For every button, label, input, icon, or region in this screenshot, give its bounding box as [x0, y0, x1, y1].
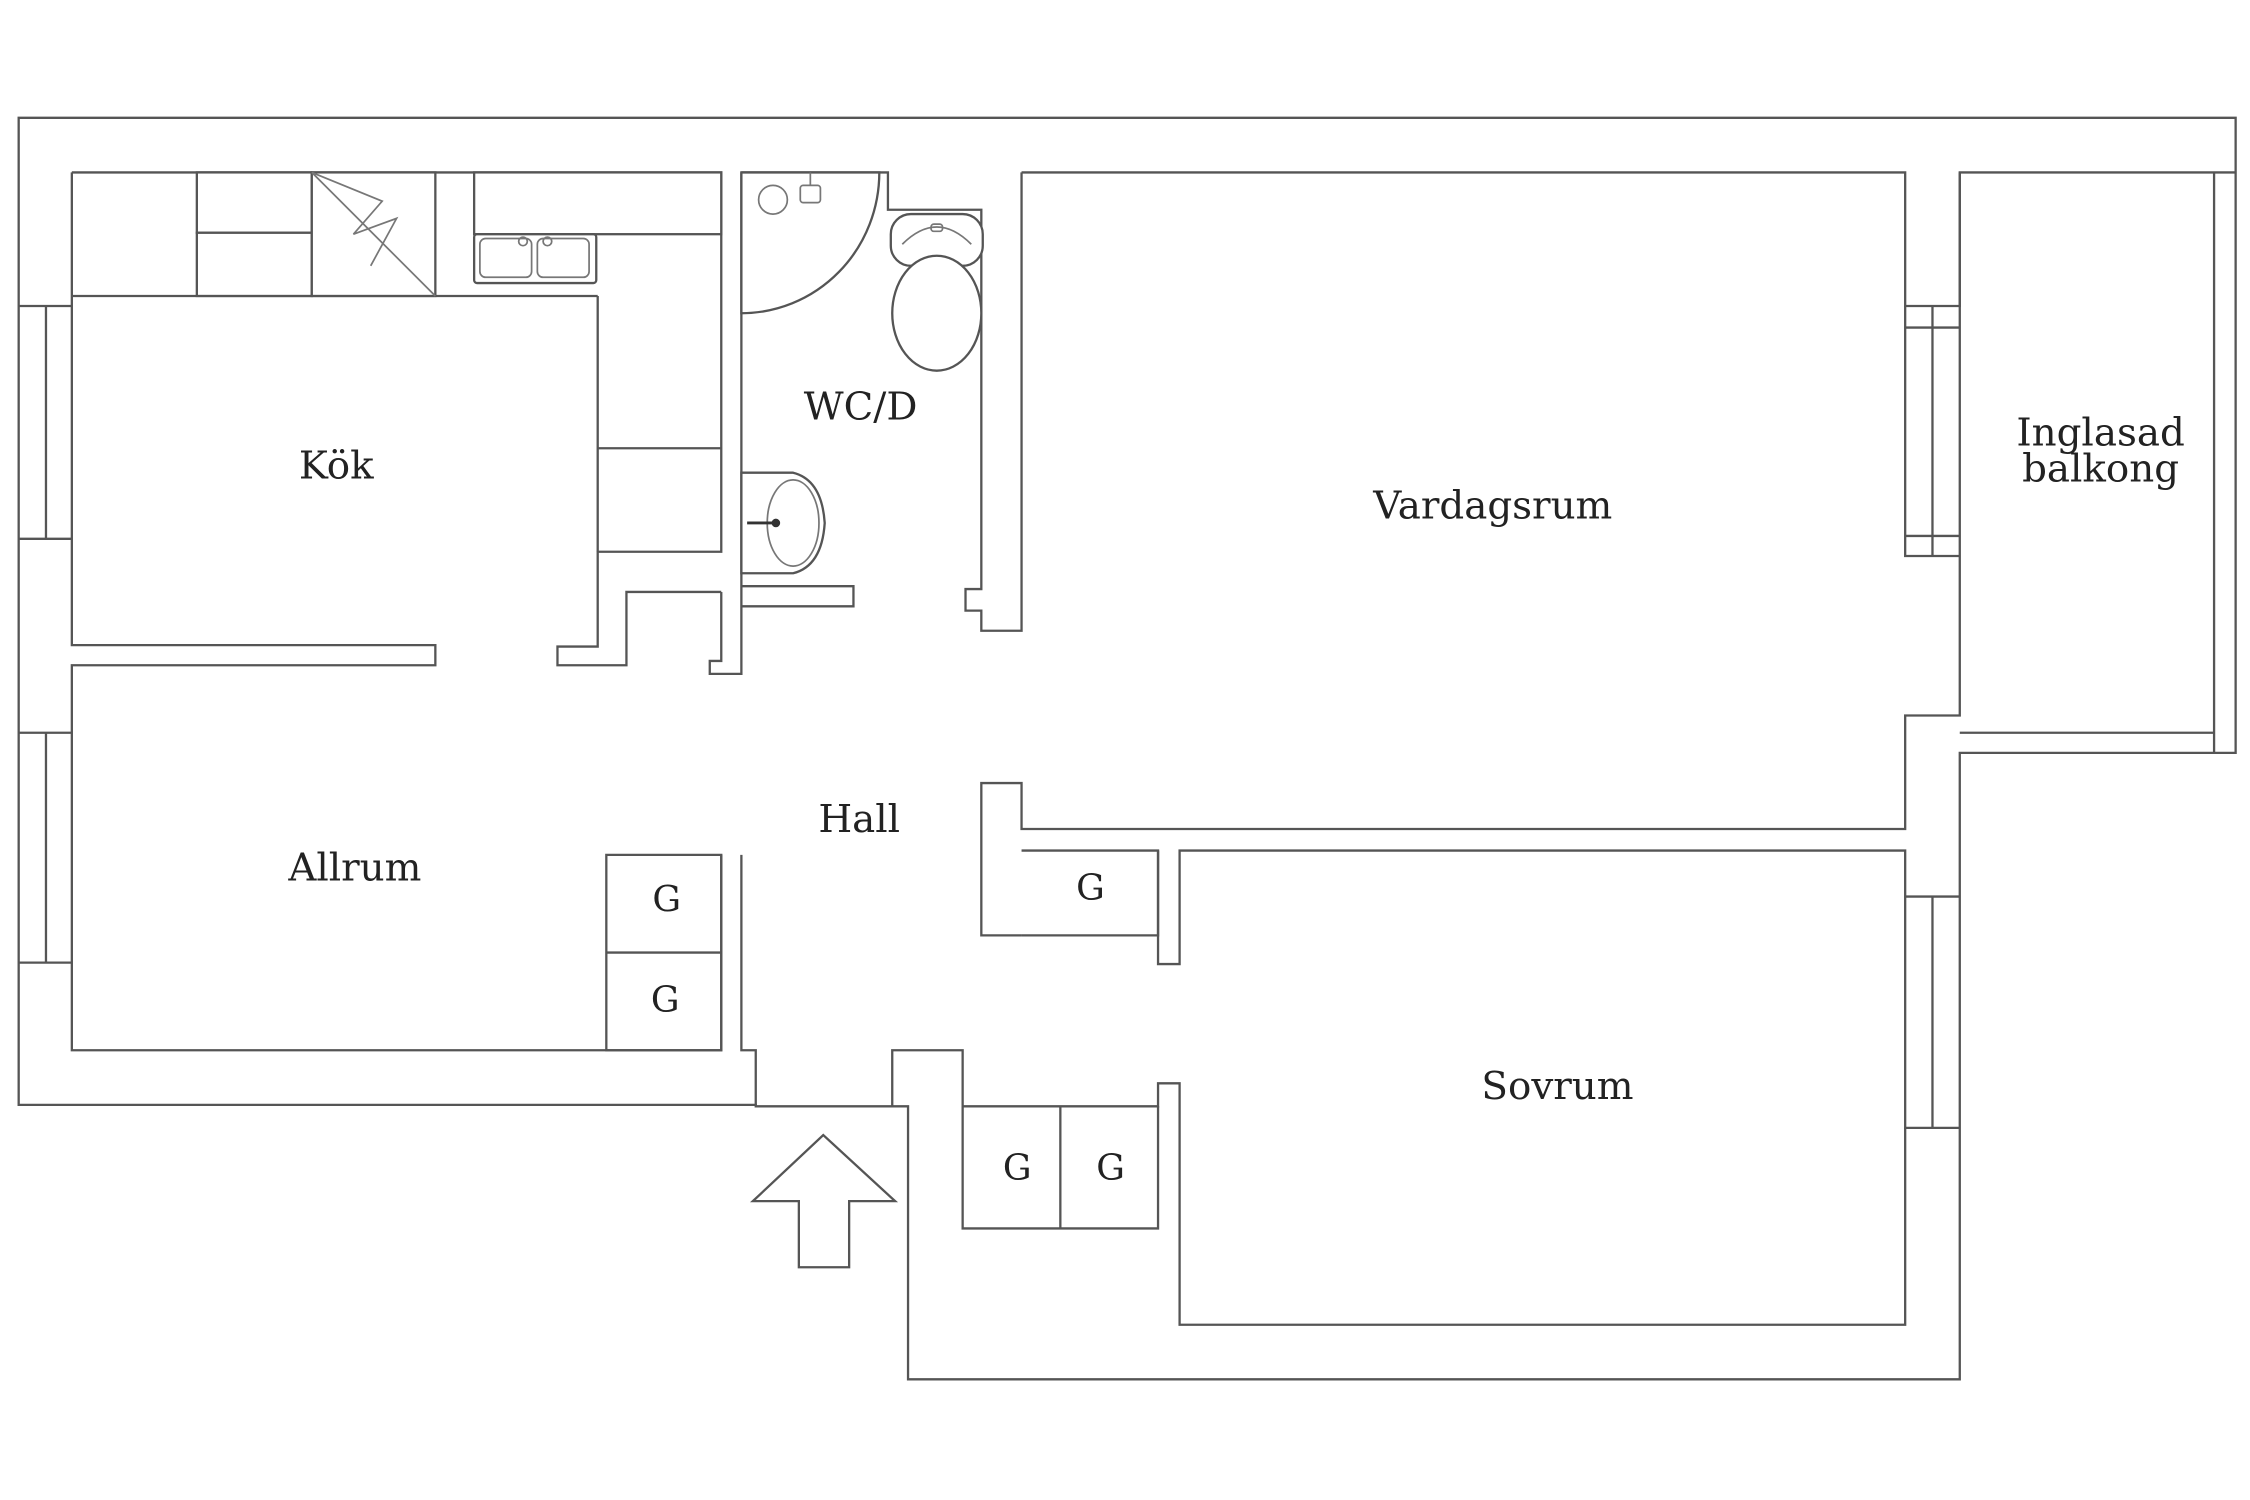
room-label-vardagsrum: Vardagsrum: [1372, 484, 1612, 529]
room-label-allrum: Allrum: [287, 846, 421, 891]
storage-label: G: [1096, 1148, 1125, 1189]
kitchen-counter: [195, 171, 723, 298]
room-label-sovrum: Sovrum: [1481, 1064, 1633, 1109]
entrance-arrow-icon: [749, 1133, 899, 1269]
washbasin-icon: [740, 471, 826, 575]
storage-label: G: [1003, 1148, 1032, 1189]
room-label-balkong-1: Inglasad: [2016, 410, 2185, 455]
kitchen-sink-icon: [472, 233, 598, 285]
toilet-icon: [889, 212, 984, 372]
storage-label: G: [652, 879, 681, 920]
storage-label: G: [651, 979, 680, 1020]
shower-icon: [740, 171, 881, 315]
storage-label: G: [1076, 867, 1105, 908]
outer-wall: [17, 116, 2237, 1381]
room-label-hall: Hall: [818, 797, 900, 842]
room-label-wcd: WC/D: [804, 385, 918, 430]
room-label-balkong-2: balkong: [2022, 446, 2179, 491]
interior-walls: [18, 171, 2236, 1326]
room-label-kok: Kök: [299, 443, 374, 488]
stove-icon: [310, 171, 437, 298]
